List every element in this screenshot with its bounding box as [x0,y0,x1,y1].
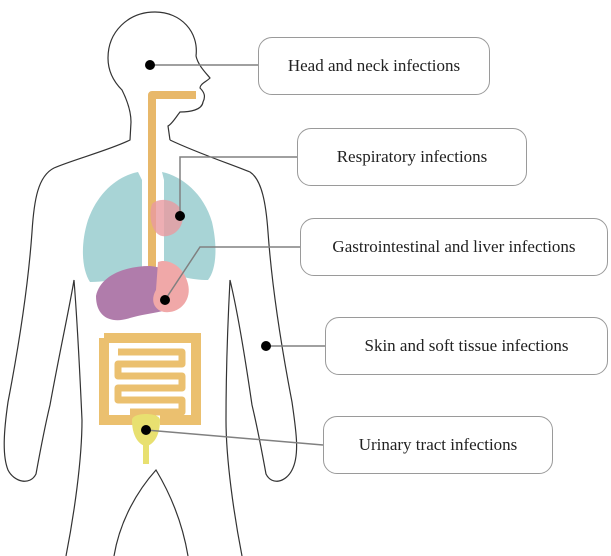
dot-respiratory [175,211,185,221]
label-skin-and-soft-tissue-infections: Skin and soft tissue infections [325,317,608,375]
dot-skin [261,341,271,351]
urethra [143,444,149,464]
label-gastrointestinal-and-liver-infections: Gastrointestinal and liver infections [300,218,608,276]
small-intestine [118,352,182,412]
body-outline-legs [114,470,188,556]
dot-urinary [141,425,151,435]
dot-gastrointestinal [160,295,170,305]
dot-head [145,60,155,70]
left-lung [83,172,142,282]
label-respiratory-infections: Respiratory infections [297,128,527,186]
label-urinary-tract-infections: Urinary tract infections [323,416,553,474]
label-head-and-neck-infections: Head and neck infections [258,37,490,95]
